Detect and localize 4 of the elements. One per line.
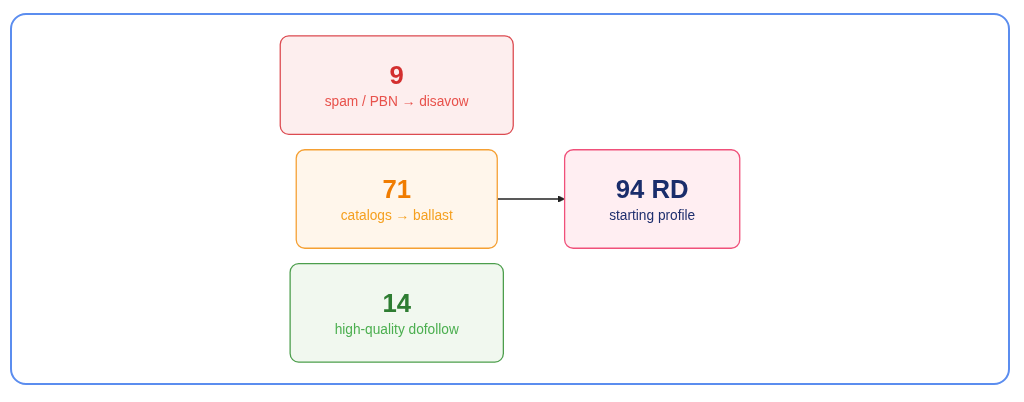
- stat-box: 94 RD starting profile: [564, 149, 741, 249]
- stat-box: 71 catalogs → ballast: [295, 149, 498, 249]
- stat-box: 9 spam / PBN → disavow: [279, 35, 514, 135]
- stat-box: 14 high-quality dofollow: [289, 263, 504, 363]
